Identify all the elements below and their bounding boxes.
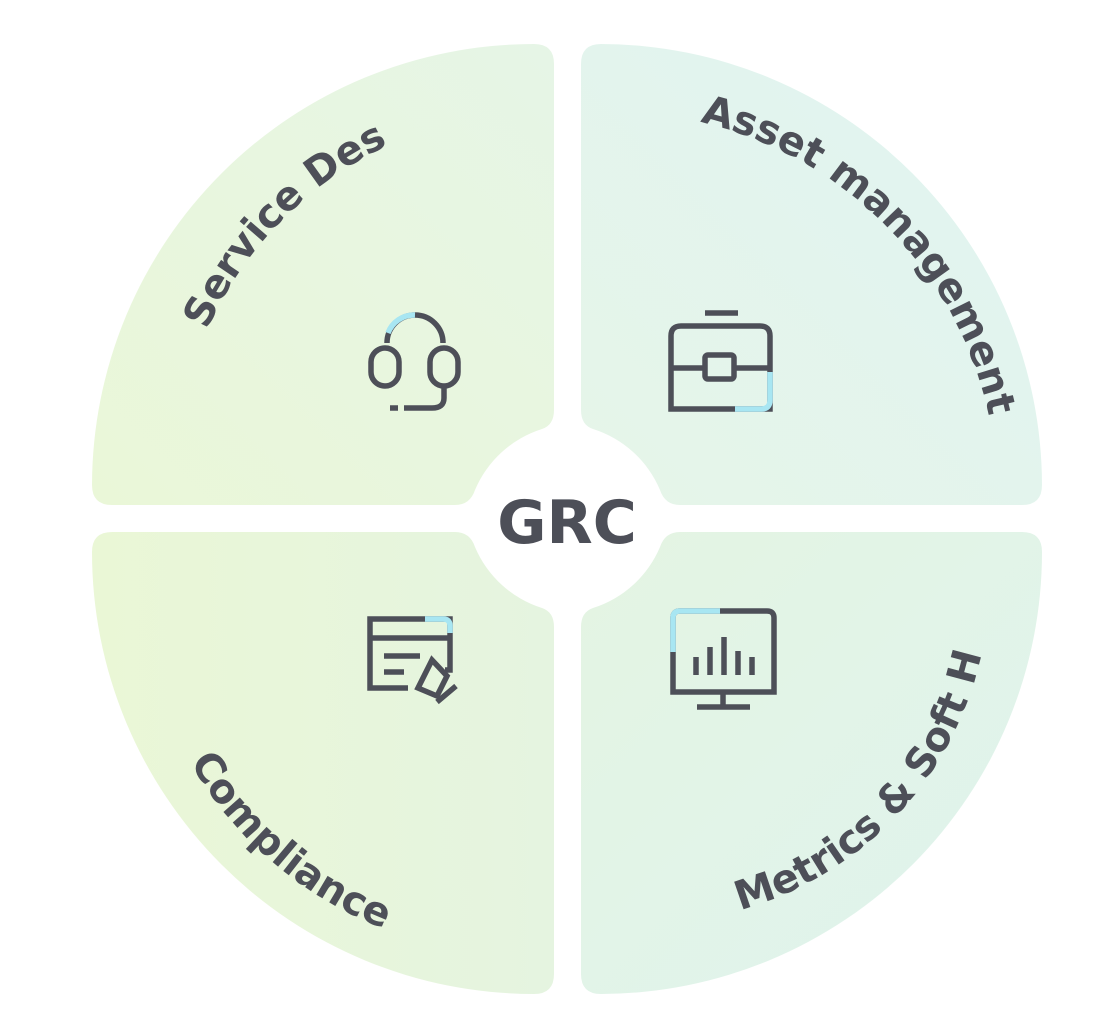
center-label: GRC [497, 488, 636, 558]
document-edit-icon [367, 616, 458, 705]
quadrant-asset-management [581, 44, 1042, 505]
monitor-chart-icon [670, 608, 777, 710]
quadrant-compliance [92, 532, 554, 994]
quadrant-service-desk [92, 44, 554, 505]
briefcase-icon [668, 310, 773, 412]
headset-icon [368, 312, 461, 411]
quadrant-metrics-soft-hr [581, 532, 1042, 994]
